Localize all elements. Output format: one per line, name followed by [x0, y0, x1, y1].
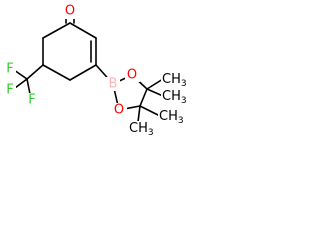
bond-c5-cf3	[26, 64, 44, 80]
molecule-structure: O F F F B O O CH3 CH3 CH3 CH3	[3, 3, 188, 138]
bond-cf3-f-left	[14, 78, 28, 89]
bond-methyl-1	[146, 78, 164, 90]
methyl-label-1: CH3	[162, 72, 187, 89]
bond-cf3-f-top	[13, 69, 28, 80]
boron-label: B	[109, 77, 118, 92]
bond-c1-c2	[69, 22, 97, 39]
ring-oxygen-label-bottom: O	[114, 103, 124, 118]
ring-oxygen-label-top: O	[127, 68, 137, 83]
atom-labels: O F F F B O O CH3 CH3 CH3 CH3	[3, 3, 188, 138]
bond-methyl-2	[146, 88, 164, 97]
bond-methyl-3	[139, 105, 161, 117]
fluorine-label-top: F	[6, 62, 13, 77]
bond-c6-c1	[42, 22, 71, 39]
methyl-label-3: CH3	[159, 109, 184, 126]
bond-c4-c5	[42, 64, 71, 81]
fluorine-label-left: F	[6, 83, 13, 98]
bond-c-c	[139, 88, 148, 107]
methyl-label-2: CH3	[162, 89, 187, 106]
bond-methyl-4	[137, 105, 141, 123]
bond-c3-c4	[69, 64, 97, 81]
carbonyl-oxygen-label: O	[65, 4, 75, 19]
methyl-label-4: CH3	[129, 121, 154, 138]
fluorine-label-bottom: F	[28, 93, 35, 108]
bond-cf3-f-bottom	[26, 78, 31, 95]
